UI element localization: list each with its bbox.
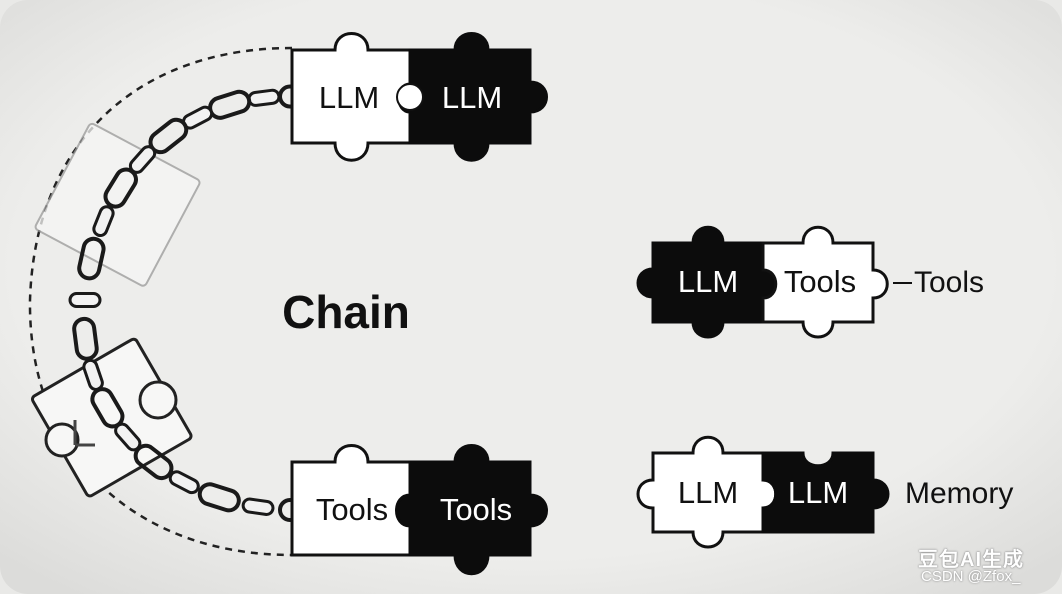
chain-link: [92, 205, 115, 238]
side-label-tools: Tools: [914, 266, 985, 299]
puzzle-piece-low-left: [636, 435, 778, 549]
chain-link: [247, 88, 281, 107]
watermark-brand: 豆包AI生成: [918, 549, 1024, 571]
label-low-right: LLM: [787, 475, 849, 510]
chain-link: [133, 443, 174, 481]
label-bottom-left: Tools: [315, 492, 389, 527]
puzzle-piece-bottom-right: [395, 444, 548, 576]
side-label-memory: Memory: [905, 477, 1014, 510]
dashed-arc: [28, 46, 293, 557]
label-mid-left: LLM: [677, 264, 739, 299]
label-top-left: LLM: [318, 80, 380, 115]
puzzle-piece-low-right: [761, 451, 890, 534]
puzzle-piece-top-right: [396, 32, 548, 162]
label-mid-right: Tools: [783, 264, 857, 299]
puzzle-piece-mid-right: [761, 225, 912, 339]
chain-link: [168, 470, 200, 495]
chain-link: [103, 167, 138, 209]
chain-link: [197, 482, 241, 513]
ghost-piece-lower: [31, 337, 193, 498]
label-low-left: LLM: [677, 475, 739, 510]
chain-link: [68, 292, 102, 308]
label-top-right: LLM: [441, 80, 503, 115]
label-bottom-right: Tools: [439, 492, 513, 527]
chain-link: [241, 497, 275, 516]
watermark-credit: CSDN @Zfox_: [921, 568, 1021, 585]
chain-link: [77, 236, 106, 281]
chain-title: Chain: [282, 286, 410, 338]
chain-link: [72, 316, 99, 361]
puzzle-piece-mid-left: [636, 225, 778, 339]
